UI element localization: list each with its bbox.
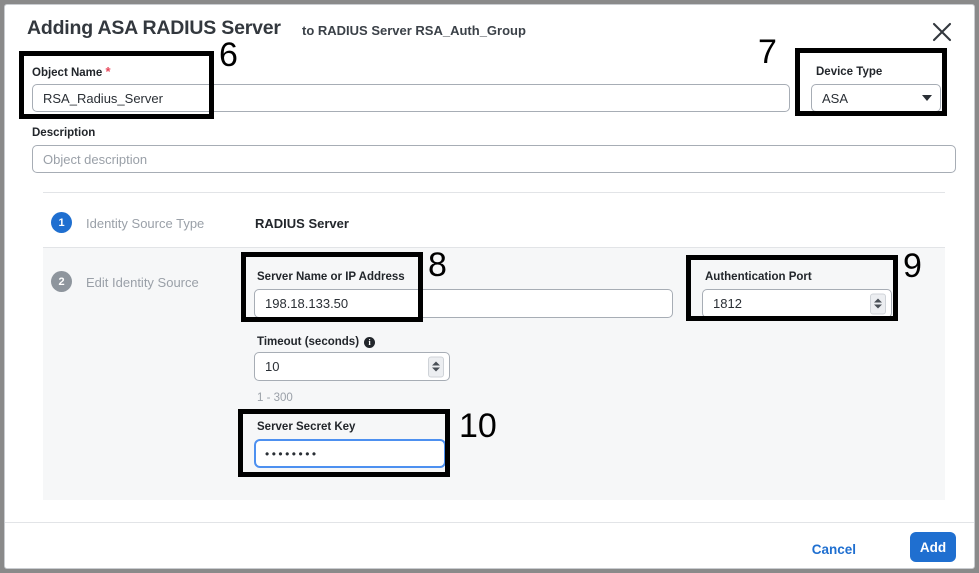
device-type-selected-value: ASA: [822, 90, 849, 106]
stepper-up-icon[interactable]: [874, 298, 882, 303]
add-button[interactable]: Add: [910, 532, 956, 562]
authentication-port-label: Authentication Port: [705, 271, 812, 283]
authentication-port-input[interactable]: [702, 289, 892, 318]
page-title: Adding ASA RADIUS Server: [27, 17, 281, 39]
dialog-subtitle: to RADIUS Server RSA_Auth_Group: [302, 23, 526, 38]
server-name-field[interactable]: [254, 289, 673, 318]
chevron-down-icon: [922, 95, 932, 101]
stepper-up-icon[interactable]: [432, 361, 440, 366]
description-label: Description: [32, 127, 96, 139]
server-secret-key-input[interactable]: [254, 439, 446, 468]
timeout-input[interactable]: [254, 352, 450, 381]
step-1-title: Identity Source Type: [86, 216, 205, 231]
object-name-field[interactable]: [32, 84, 790, 112]
authentication-port-stepper[interactable]: [870, 293, 886, 314]
server-secret-key-field[interactable]: [254, 439, 446, 468]
device-type-select[interactable]: ASA: [811, 84, 941, 112]
timeout-stepper[interactable]: [428, 356, 444, 377]
description-field[interactable]: [32, 145, 956, 173]
dialog-header: Adding ASA RADIUS Server to RADIUS Serve…: [5, 5, 974, 53]
section-divider-top: [43, 192, 945, 193]
timeout-field[interactable]: [254, 352, 450, 381]
object-name-label-text: Object Name: [32, 67, 103, 79]
authentication-port-field[interactable]: [702, 289, 892, 318]
step-1-value: RADIUS Server: [255, 216, 349, 231]
server-name-label: Server Name or IP Address: [257, 271, 405, 283]
timeout-range-hint: 1 - 300: [257, 392, 293, 404]
timeout-label-text: Timeout (seconds): [257, 336, 360, 348]
close-icon[interactable]: [928, 18, 956, 46]
step-1-badge: 1: [51, 212, 72, 233]
object-name-input[interactable]: [32, 84, 790, 112]
add-radius-server-dialog: Adding ASA RADIUS Server to RADIUS Serve…: [4, 4, 975, 569]
timeout-label: Timeout (seconds) i: [257, 335, 376, 349]
device-type-label: Device Type: [816, 66, 883, 78]
cancel-button[interactable]: Cancel: [804, 536, 864, 563]
stepper-down-icon[interactable]: [432, 367, 440, 372]
server-secret-key-label: Server Secret Key: [257, 421, 356, 433]
section-divider-middle: [43, 247, 945, 248]
footer-divider: [5, 522, 974, 523]
step-2-badge: 2: [51, 271, 72, 292]
required-asterisk: *: [105, 64, 111, 79]
description-input[interactable]: [32, 145, 956, 173]
info-icon[interactable]: i: [364, 336, 376, 348]
step-2-title: Edit Identity Source: [86, 275, 199, 290]
object-name-label: Object Name *: [32, 65, 111, 80]
server-name-input[interactable]: [254, 289, 673, 318]
stepper-down-icon[interactable]: [874, 304, 882, 309]
device-type-field[interactable]: ASA: [811, 84, 941, 112]
